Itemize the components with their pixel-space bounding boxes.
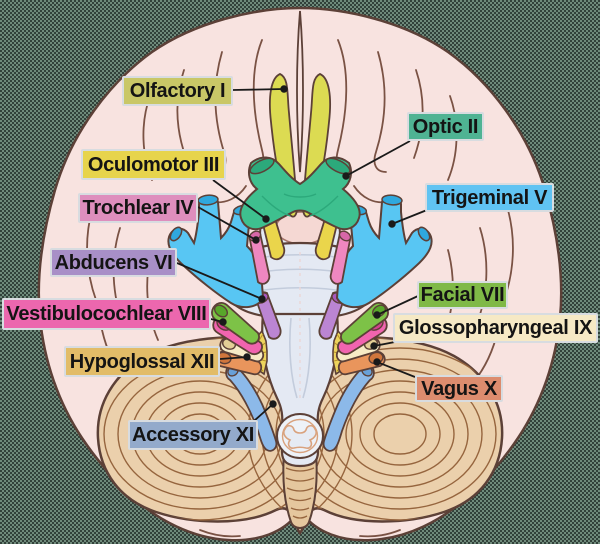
trigeminal-nerve (167, 194, 265, 309)
longitudinal-fissure (296, 10, 304, 173)
gray-matter-butterfly (283, 424, 317, 449)
label-connectors (176, 85, 428, 422)
facial-nerve (211, 302, 260, 345)
spinal-cord-section (276, 413, 324, 459)
label-oculomotor-iii: Oculomotor III (81, 149, 226, 180)
label-hypoglossal-xii: Hypoglossal XII (64, 346, 220, 377)
label-vagus-x: Vagus X (415, 375, 503, 402)
label-accessory-xi: Accessory XI (128, 420, 258, 450)
optic-chiasm (239, 156, 361, 231)
label-trigeminal-v: Trigeminal V (425, 183, 554, 212)
label-facial-vii: Facial VII (417, 281, 508, 309)
label-abducens-vi: Abducens VI (50, 248, 177, 277)
label-vestibulocochlear-viii: Vestibulocochlear VIII (2, 298, 211, 330)
label-optic-ii: Optic II (407, 112, 484, 141)
label-glossopharyngeal-ix: Glossopharyngeal IX (393, 313, 598, 343)
label-olfactory-i: Olfactory I (122, 76, 233, 106)
medulla-pyramids (289, 317, 311, 399)
label-trochlear-iv: Trochlear IV (78, 193, 198, 223)
